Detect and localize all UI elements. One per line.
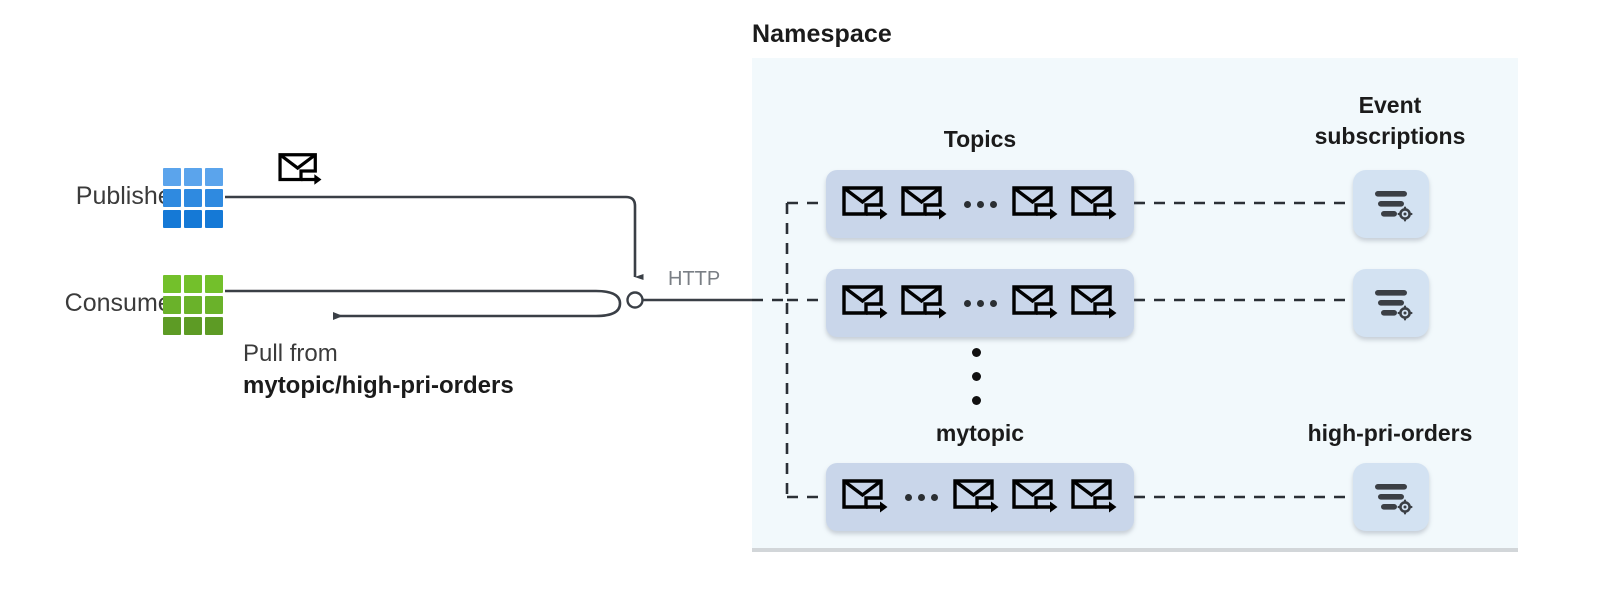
filter-gear-icon (1375, 191, 1413, 222)
high-pri-orders-label: high-pri-orders (1307, 420, 1473, 446)
subs-header-line1: Event (1358, 92, 1422, 118)
envelope-arrow-icon (841, 479, 887, 513)
namespace-title: Namespace (752, 20, 892, 48)
blue-grid-icon (163, 168, 223, 228)
event-subscription-box[interactable] (1353, 463, 1429, 531)
vertical-ellipsis (972, 348, 981, 405)
envelope-arrow-icon (1070, 285, 1116, 319)
event-subscription-box[interactable] (1353, 170, 1429, 238)
http-protocol-label: HTTP (668, 268, 721, 290)
event-subscriptions-column-header: Event subscriptions (1290, 90, 1490, 152)
mytopic-label: mytopic (935, 420, 1025, 446)
http-junction-node (626, 291, 644, 309)
envelope-arrow-icon (1011, 479, 1057, 513)
pull-from-label: Pull from mytopic/high-pri-orders (243, 338, 514, 402)
envelope-arrow-icon (1070, 186, 1116, 220)
envelope-arrow-icon (841, 186, 887, 220)
horizontal-ellipsis (959, 200, 1002, 208)
consumer-label: Consumer (64, 289, 180, 317)
envelope-arrow-icon (841, 285, 887, 319)
envelope-arrow-icon (1011, 285, 1057, 319)
horizontal-ellipsis (959, 299, 1002, 307)
topic-box[interactable] (826, 170, 1134, 238)
envelope-arrow-icon (278, 153, 322, 185)
topics-column-header: Topics (943, 126, 1017, 152)
pull-line1: Pull from (243, 340, 338, 367)
horizontal-ellipsis (900, 493, 943, 501)
subs-header-line2: subscriptions (1314, 123, 1466, 150)
envelope-arrow-icon (900, 285, 946, 319)
topic-box[interactable] (826, 463, 1134, 531)
green-grid-icon (163, 275, 223, 335)
topic-box[interactable] (826, 269, 1134, 337)
publisher-label: Publisher (75, 182, 180, 210)
filter-gear-icon (1375, 290, 1413, 321)
envelope-arrow-icon (952, 479, 998, 513)
envelope-arrow-icon (1070, 479, 1116, 513)
filter-gear-icon (1375, 484, 1413, 515)
pull-line2: mytopic/high-pri-orders (243, 371, 514, 399)
event-subscription-box[interactable] (1353, 269, 1429, 337)
envelope-arrow-icon (1011, 186, 1057, 220)
envelope-arrow-icon (900, 186, 946, 220)
